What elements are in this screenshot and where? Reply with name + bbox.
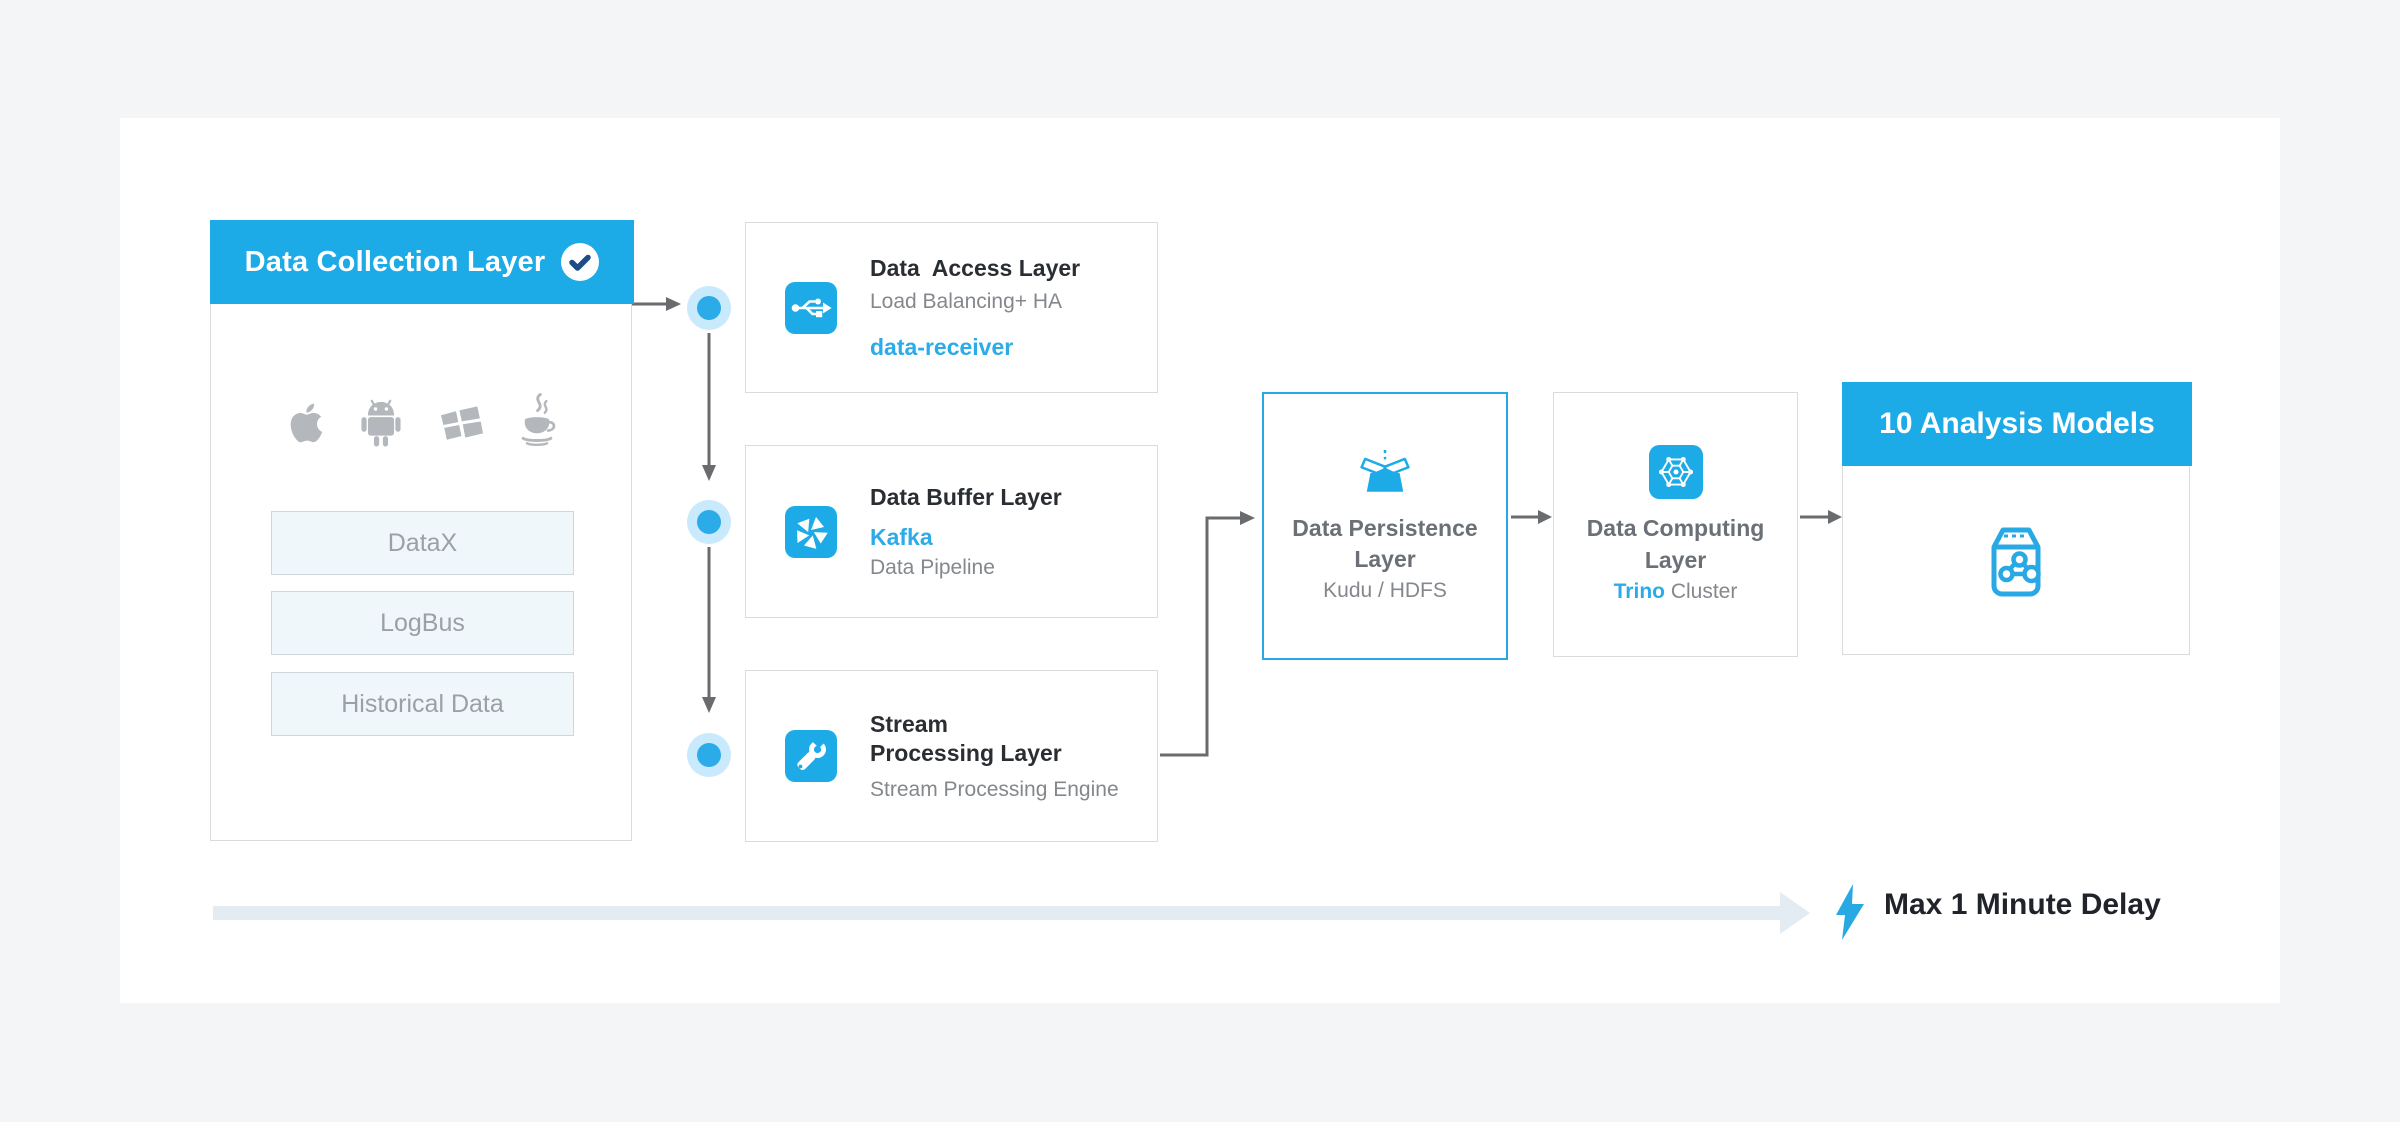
tool-chip-label: LogBus xyxy=(380,608,465,637)
flow-dot-3 xyxy=(687,733,731,777)
platform-icons-row xyxy=(211,393,631,447)
wrench-icon xyxy=(785,730,837,782)
data-buffer-layer-box: Data Buffer Layer Kafka Data Pipeline xyxy=(745,445,1158,618)
open-box-icon xyxy=(1360,449,1410,492)
flow-dot-2 xyxy=(687,500,731,544)
cluster-label: Cluster xyxy=(1664,579,1738,603)
stream-processing-layer-box: Stream Processing Layer Stream Processin… xyxy=(745,670,1158,842)
analysis-models-box: 10 Analysis Models xyxy=(1842,382,2192,656)
data-persistence-subtitle: Kudu / HDFS xyxy=(1323,579,1447,603)
data-buffer-service: Kafka xyxy=(870,523,933,550)
data-access-title: Data Access Layer xyxy=(870,255,1081,282)
android-icon xyxy=(361,399,401,447)
data-collection-title: Data Collection Layer xyxy=(244,245,546,278)
trino-label: Trino xyxy=(1613,579,1665,603)
stream-processing-subtitle: Stream Processing Engine xyxy=(870,777,1119,801)
data-buffer-title: Data Buffer Layer xyxy=(870,484,1062,511)
analysis-models-title: 10 Analysis Models xyxy=(1879,407,2155,440)
max-delay-label: Max 1 Minute Delay xyxy=(1884,888,2161,921)
data-computing-subtitle: Trino Cluster xyxy=(1614,580,1738,604)
lightning-icon xyxy=(1836,884,1864,940)
burst-icon xyxy=(785,505,837,558)
data-collection-header: Data Collection Layer xyxy=(210,220,634,304)
apple-icon xyxy=(290,403,323,443)
data-access-subtitle: Load Balancing+ HA xyxy=(870,289,1063,313)
model-box-icon xyxy=(1991,527,2041,597)
tool-chip-label: Historical Data xyxy=(341,689,504,718)
check-icon xyxy=(561,243,600,281)
data-access-service: data-receiver xyxy=(870,333,1014,360)
tool-chip-label: DataX xyxy=(387,528,458,557)
analysis-models-body xyxy=(1843,466,2189,656)
hexagon-cluster-icon xyxy=(1648,445,1703,500)
data-buffer-subtitle: Data Pipeline xyxy=(870,555,995,579)
data-persistence-layer-box: Data Persistence Layer Kudu / HDFS xyxy=(1262,392,1508,660)
data-persistence-title: Data Persistence Layer xyxy=(1292,514,1478,572)
data-computing-title: Data Computing Layer xyxy=(1586,515,1765,573)
tool-chip-logbus: LogBus xyxy=(271,591,574,655)
data-collection-layer-box: Data Collection Layer xyxy=(210,220,634,841)
windows-icon xyxy=(441,406,483,440)
analysis-models-header: 10 Analysis Models xyxy=(1842,382,2192,466)
tool-chip-datax: DataX xyxy=(271,511,574,575)
stream-processing-title: Stream Processing Layer xyxy=(870,711,1062,766)
flow-dot-1 xyxy=(687,286,731,330)
java-icon xyxy=(521,393,556,447)
data-computing-layer-box: Data Computing Layer Trino Cluster xyxy=(1553,392,1798,657)
usb-icon xyxy=(785,281,837,334)
tool-chip-historical-data: Historical Data xyxy=(271,672,574,736)
data-access-layer-box: Data Access Layer Load Balancing+ HA dat… xyxy=(745,222,1158,393)
